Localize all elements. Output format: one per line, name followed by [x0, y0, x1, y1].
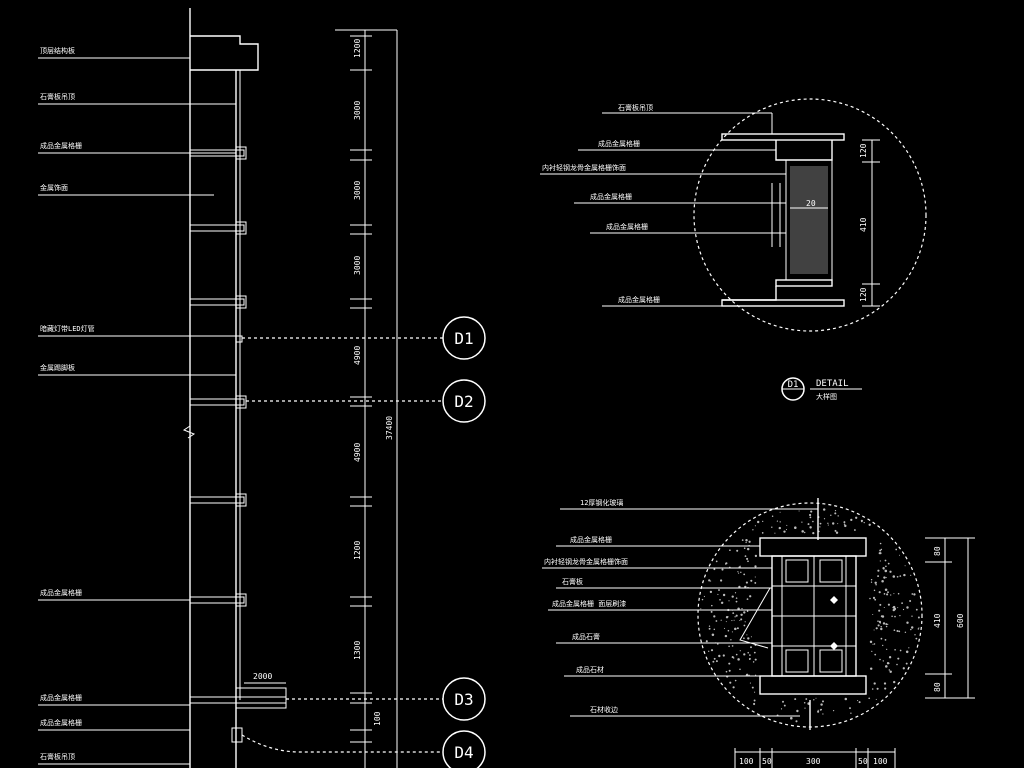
detail-title-tag: D1: [788, 380, 799, 390]
led-fixture: [235, 335, 243, 343]
dimension-value: 100: [739, 757, 754, 766]
dimension-chain: [335, 29, 398, 768]
top-frame: [759, 537, 867, 557]
dimension-value: 410: [933, 613, 942, 628]
detail-label: 石膏板吊顶: [618, 103, 653, 112]
leader-label: 石膏板吊顶: [40, 752, 75, 761]
floor-plate: [721, 299, 845, 307]
floor-shelf: [189, 696, 287, 704]
hatch-fill: [790, 166, 828, 274]
floor-shelves: [189, 146, 287, 743]
leader-label: 成品金属格栅: [40, 141, 82, 150]
detail-label: 石材收边: [590, 705, 618, 714]
detail-label: 成品石材: [576, 665, 604, 674]
ceiling-plate: [721, 133, 845, 141]
dimension-value: 20: [806, 199, 816, 208]
dimension-value: 3000: [353, 256, 362, 275]
detail-d1: 石膏板吊顶 成品金属格栅 内衬轻钢龙骨金属格栅饰面 成品金属格栅 成品金属格栅 …: [540, 98, 927, 401]
dimension-value: 4900: [353, 443, 362, 462]
floor-shelf: [189, 224, 245, 232]
callout-label: D2: [454, 392, 473, 411]
detail-label: 成品金属格栅 面层刷漆: [552, 599, 626, 608]
detail-label: 内衬轻钢龙骨金属格栅饰面: [542, 163, 626, 172]
leader-label: 金属踢脚板: [40, 363, 75, 372]
dimension-value: 410: [859, 217, 868, 232]
floor-shelf: [189, 398, 245, 406]
detail-label: 内衬轻钢龙骨金属格栅饰面: [544, 557, 628, 566]
detail-title: D1 DETAIL 大样图: [781, 377, 862, 401]
detail-label: 成品金属格栅: [598, 139, 640, 148]
dimension-value: 1300: [353, 641, 362, 660]
callout-d3[interactable]: D3: [442, 677, 486, 721]
detail-label: 石膏板: [562, 577, 583, 586]
detail-label: 成品金属格栅: [618, 295, 660, 304]
detail-label: 成品金属格栅: [606, 222, 648, 231]
dimension-value: 3000: [353, 181, 362, 200]
callout-label: D4: [454, 743, 473, 762]
dimension-value: 120: [859, 287, 868, 302]
bottom-frame: [759, 675, 867, 695]
detail-title-en: DETAIL: [816, 379, 849, 389]
dimension-value: 120: [859, 143, 868, 158]
callout-label: D3: [454, 690, 473, 709]
callout-label: D1: [454, 329, 473, 348]
floor-shelf: [189, 496, 245, 504]
shelf-bracket: [235, 295, 247, 309]
dimension-value: 100: [873, 757, 888, 766]
dimension-value: 2000: [253, 672, 272, 681]
leader-label: 成品金属格栅: [40, 588, 82, 597]
dimension-value: 80: [933, 546, 942, 556]
detail-title-cn: 大样图: [816, 392, 837, 401]
detail-label: 成品金属格栅: [590, 192, 632, 201]
shelf-bracket: [235, 593, 247, 607]
leader-label: 顶层结构板: [40, 46, 75, 55]
dimension-value: 300: [806, 757, 821, 766]
shelf-bracket: [235, 395, 247, 409]
leader-label: 成品金属格栅: [40, 693, 82, 702]
dimension-value: 100: [373, 711, 382, 726]
concrete-stipple: [700, 508, 920, 723]
detail-d2: 12厚钢化玻璃 成品金属格栅 内衬轻钢龙骨金属格栅饰面 石膏板 成品金属格栅 面…: [542, 498, 975, 768]
dimension-value: 4900: [353, 346, 362, 365]
leader-label: 成品金属格栅: [40, 718, 82, 727]
total-dimension: 37400: [385, 416, 394, 440]
callout-d4[interactable]: D4: [442, 730, 486, 768]
callout-connector: [241, 734, 443, 753]
break-symbol: [182, 425, 196, 439]
dimension-value: 3000: [353, 101, 362, 120]
dimension-value: 1200: [353, 39, 362, 58]
callout-d2[interactable]: D2: [442, 379, 486, 423]
shelf-bracket: [235, 221, 247, 235]
dimension-value: 50: [762, 757, 772, 766]
shelf-bracket: [235, 493, 247, 507]
leader-lines: [38, 57, 236, 765]
detail-label: 成品金属格栅: [570, 535, 612, 544]
leader-label: 金属饰面: [40, 183, 68, 192]
leader-label: 暗藏灯带LED灯管: [40, 324, 95, 333]
top-slab: [190, 35, 259, 71]
callout-d1[interactable]: D1: [442, 316, 486, 360]
bottom-fixture: [231, 727, 243, 743]
detail-label: 12厚钢化玻璃: [580, 498, 623, 507]
total-dimension: 600: [956, 613, 965, 628]
dimension-value: 80: [933, 682, 942, 692]
floor-shelf: [189, 298, 245, 306]
leader-label: 石膏板吊顶: [40, 92, 75, 101]
dimension-value: 50: [858, 757, 868, 766]
bottom-bracket: [235, 687, 287, 709]
detail-boundary: [693, 98, 927, 332]
elevation-section: 顶层结构板 石膏板吊顶 成品金属格栅 金属饰面 暗藏灯带LED灯管 金属踢脚板 …: [38, 8, 486, 768]
dimension-value: 1200: [353, 541, 362, 560]
detail-label: 成品石膏: [572, 632, 600, 641]
